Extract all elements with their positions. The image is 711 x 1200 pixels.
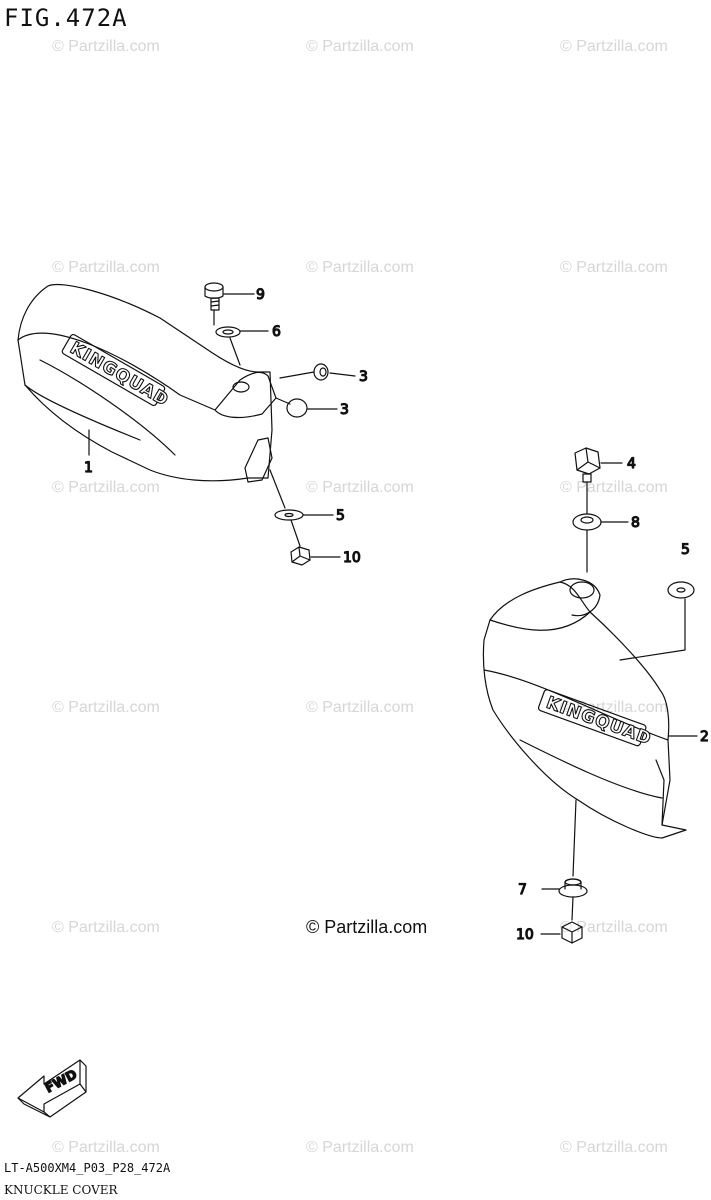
watermark: © Partzilla.com (306, 38, 414, 55)
watermark: © Partzilla.com (306, 479, 414, 496)
watermark: © Partzilla.com (560, 699, 668, 716)
washer-8[interactable] (572, 513, 602, 531)
callout-10-right: 10 (516, 927, 534, 943)
watermark: © Partzilla.com (560, 1139, 668, 1156)
cover-left-edge-line (24, 384, 141, 441)
cover-left-outline (17, 283, 273, 482)
callout-3-lower: 3 (340, 402, 349, 418)
callout-8: 8 (631, 515, 640, 531)
cover-left-bracket-lower (244, 437, 273, 483)
bolt-4[interactable] (574, 447, 601, 483)
callout-7: 7 (518, 882, 527, 898)
callout-6: 6 (272, 324, 281, 340)
watermark: © Partzilla.com (306, 1139, 414, 1156)
callout-5-right: 5 (681, 542, 690, 558)
watermark: © Partzilla.com (560, 38, 668, 55)
washer-7[interactable] (558, 878, 588, 898)
washer-5-left[interactable] (274, 509, 304, 521)
callout-4: 4 (627, 456, 636, 472)
fwd-arrow-icon: FWD (17, 1059, 87, 1118)
watermark: © Partzilla.com (306, 699, 414, 716)
figure-title: FIG.472A (4, 4, 128, 32)
cover-left-boss-hole (232, 381, 250, 393)
callout-1: 1 (84, 460, 93, 476)
cover-right-top-edge (489, 611, 591, 631)
callout-5-left: 5 (336, 508, 345, 524)
leader-lines-left (88, 293, 356, 558)
cover-left-body-line (39, 359, 176, 456)
nut-10-left[interactable] (290, 546, 311, 566)
cover-left-bracket-upper (214, 371, 277, 419)
main-watermark: © Partzilla.com (306, 917, 428, 937)
kingquad-emblem-left: KINGQUAD (66, 338, 172, 411)
cover-right-outline (482, 581, 687, 839)
watermark: © Partzilla.com (52, 1139, 160, 1156)
leader-lines-right (540, 462, 698, 935)
callout-3-upper: 3 (359, 369, 368, 385)
watermark: © Partzilla.com (52, 699, 160, 716)
nut-10-right[interactable] (561, 921, 583, 944)
washer-5-right[interactable] (667, 581, 695, 599)
knuckle-cover-left[interactable]: KINGQUAD (17, 283, 277, 483)
watermark: © Partzilla.com (52, 919, 160, 936)
callout-9: 9 (256, 287, 265, 303)
grommet-3-upper[interactable] (313, 363, 329, 381)
kingquad-emblem-right: KINGQUAD (543, 693, 654, 750)
watermark: © Partzilla.com (560, 259, 668, 276)
cover-right-flange (559, 578, 601, 617)
kingquad-emblem-left-frame (61, 333, 166, 407)
kingquad-emblem-right-frame (537, 689, 647, 747)
cover-right-fin (655, 759, 665, 826)
washer-6[interactable] (215, 326, 241, 338)
figure-caption: KNUCKLE COVER (4, 1183, 118, 1197)
cover-right-lower-body (519, 739, 663, 799)
knuckle-cover-right[interactable]: KINGQUAD (482, 578, 687, 839)
watermark: © Partzilla.com (52, 479, 160, 496)
watermark: © Partzilla.com (306, 259, 414, 276)
callout-10-left: 10 (343, 550, 361, 566)
model-code: LT-A500XM4_P03_P28_472A (4, 1161, 171, 1175)
callout-2: 2 (700, 729, 709, 745)
watermark: © Partzilla.com (560, 919, 668, 936)
watermark: © Partzilla.com (52, 259, 160, 276)
cover-right-ridge (483, 669, 669, 741)
grommet-3-lower[interactable] (286, 398, 308, 418)
bolt-9[interactable] (204, 282, 224, 311)
cover-right-boss-hole (569, 581, 595, 599)
watermark: © Partzilla.com (52, 38, 160, 55)
